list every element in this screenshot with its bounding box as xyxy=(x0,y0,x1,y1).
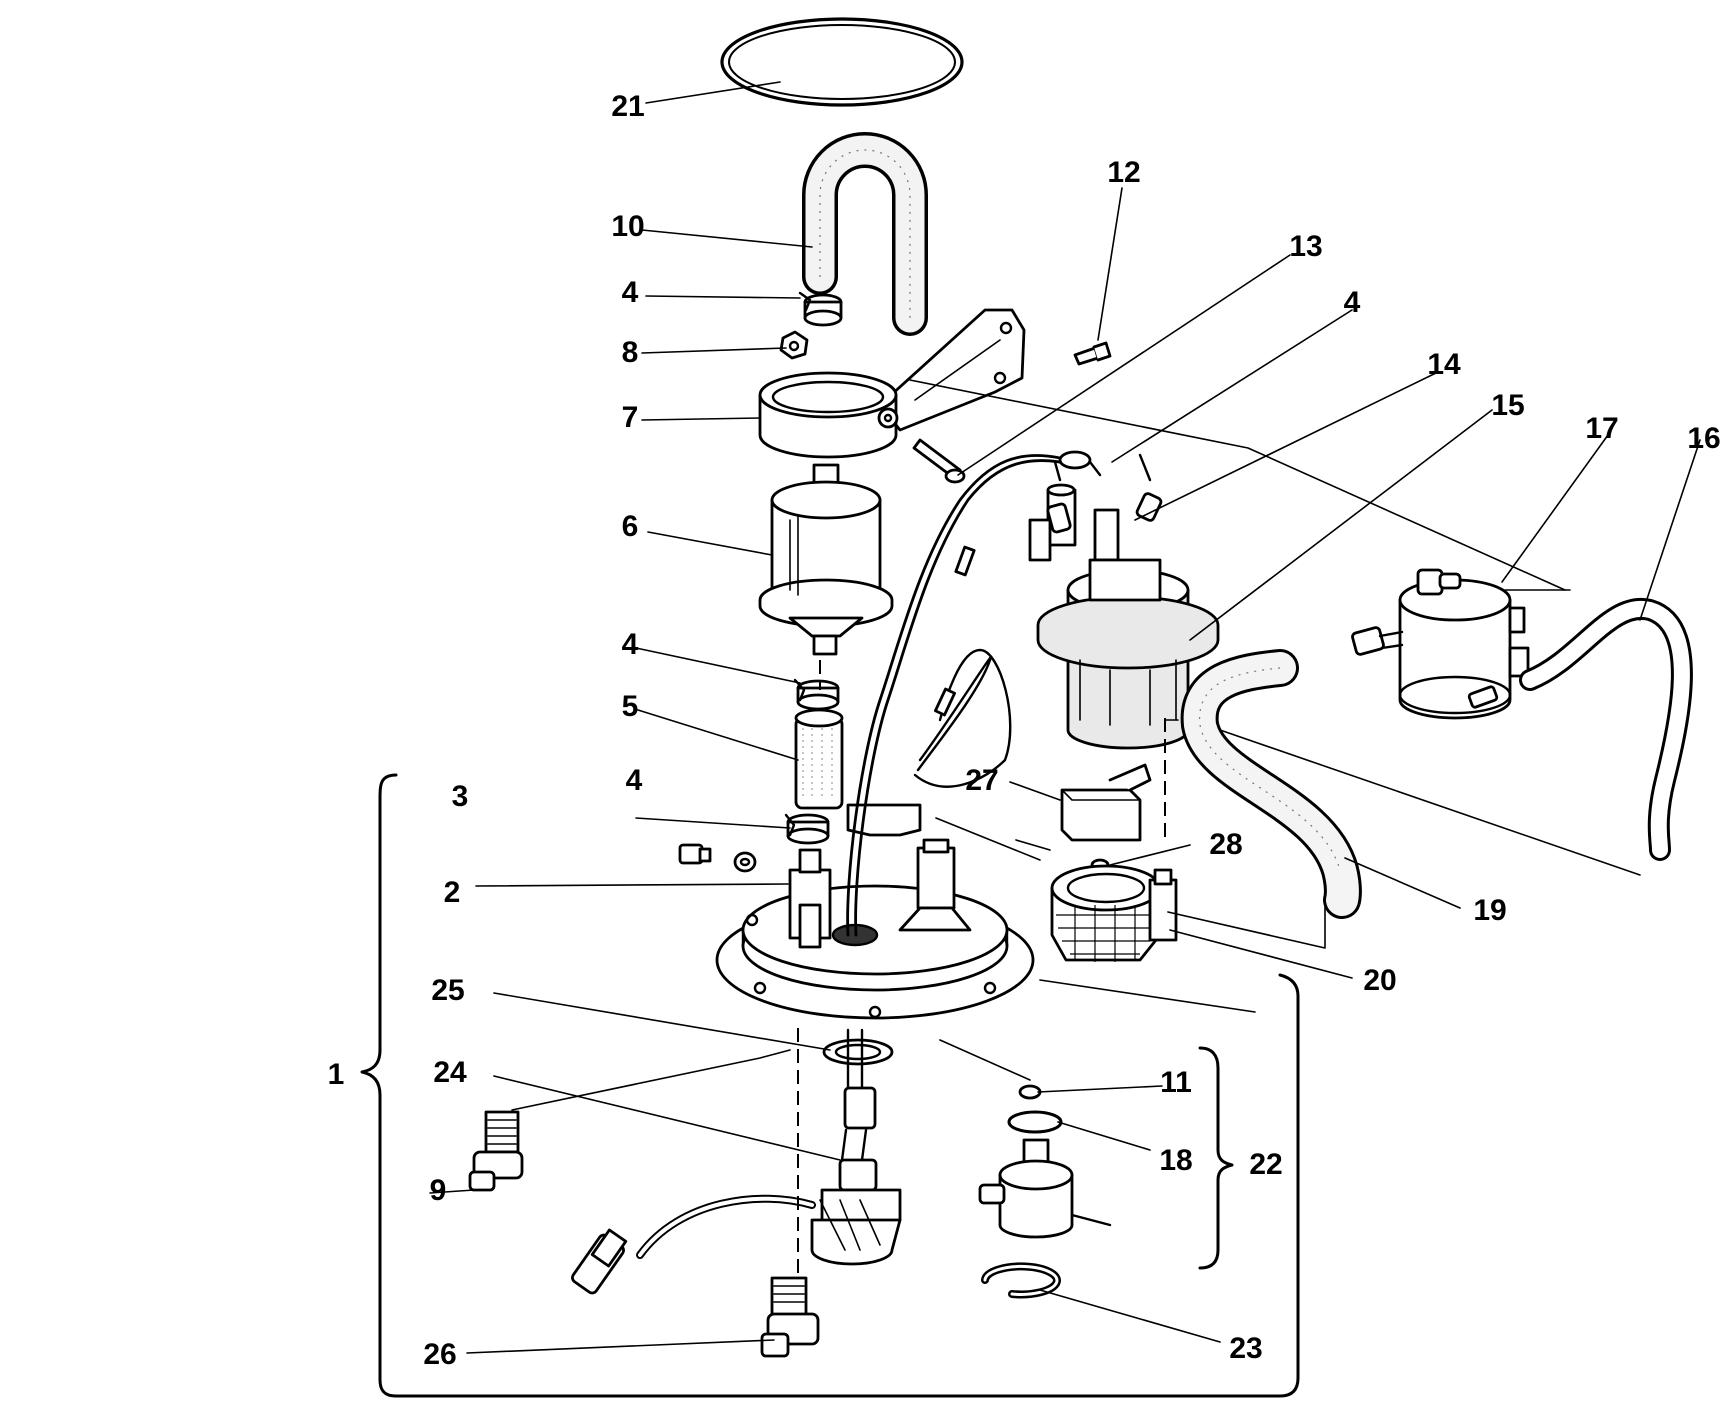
callout-25: 25 xyxy=(431,974,464,1007)
part-8-nut xyxy=(779,330,809,360)
callout-22: 22 xyxy=(1249,1148,1282,1181)
callout-12: 12 xyxy=(1107,156,1140,189)
part-9-fitting xyxy=(468,1110,524,1192)
callout-1: 1 xyxy=(328,1058,345,1091)
callout-18: 18 xyxy=(1159,1144,1192,1177)
callout-16: 16 xyxy=(1687,422,1720,455)
callout-10: 10 xyxy=(611,210,644,243)
callout-13: 13 xyxy=(1289,230,1322,263)
part-24-sender-unit xyxy=(571,1028,902,1295)
callout-4-middle: 4 xyxy=(622,628,639,661)
callout-17: 17 xyxy=(1585,412,1618,445)
callout-5: 5 xyxy=(622,690,639,723)
part-3-plug xyxy=(678,843,712,865)
part-16-hose xyxy=(1519,597,1693,861)
part-1-base-plate xyxy=(715,803,1035,1020)
part-4-clamp-upper xyxy=(798,291,843,327)
part-18-o-ring xyxy=(1007,1110,1063,1134)
part-4-clamp-lower xyxy=(784,813,830,845)
callout-4-lower: 4 xyxy=(626,764,643,797)
part-4-clamp-middle xyxy=(793,678,840,711)
part-22-regulator xyxy=(978,1138,1112,1239)
callout-14: 14 xyxy=(1427,348,1461,381)
part-6-fuel-filter xyxy=(758,463,894,656)
part-21-o-ring xyxy=(720,17,964,107)
part-19-hose xyxy=(1180,649,1362,919)
callout-6: 6 xyxy=(622,510,639,543)
callout-20: 20 xyxy=(1363,964,1396,997)
callout-8: 8 xyxy=(622,336,639,369)
callout-4-upper: 4 xyxy=(622,276,639,309)
part-2-washer xyxy=(733,851,757,873)
callout-23: 23 xyxy=(1229,1332,1262,1365)
callout-2: 2 xyxy=(444,876,461,909)
callout-19: 19 xyxy=(1473,894,1506,927)
callout-28: 28 xyxy=(1209,828,1242,861)
part-12-screw xyxy=(1073,341,1112,366)
part-13-screw xyxy=(912,438,966,484)
callout-3: 3 xyxy=(452,780,469,813)
part-25-grommet xyxy=(822,1038,894,1066)
part-10-u-hose xyxy=(802,132,928,336)
part-11-clip xyxy=(1018,1084,1042,1100)
part-15-pump-housing xyxy=(1036,558,1220,750)
part-5-short-hose xyxy=(794,708,844,810)
wiring-harness xyxy=(846,454,1077,937)
brace-group-1 xyxy=(360,773,1300,1398)
leader-lines xyxy=(429,81,1701,1354)
callout-27: 27 xyxy=(965,764,998,797)
callout-11: 11 xyxy=(1160,1066,1192,1099)
callout-24: 24 xyxy=(433,1056,467,1089)
callout-labels: 21 10 12 13 4 4 8 14 7 15 17 16 6 4 5 27… xyxy=(328,90,1721,1371)
callout-9: 9 xyxy=(430,1174,447,1207)
part-20-strainer xyxy=(1050,864,1178,962)
part-17-regulator xyxy=(1351,568,1530,720)
part-23-snap-ring xyxy=(981,1262,1061,1299)
callout-26: 26 xyxy=(423,1338,456,1371)
part-26-fitting xyxy=(760,1276,820,1358)
callout-7: 7 xyxy=(622,401,639,434)
part-7-filter-bracket xyxy=(758,308,1026,459)
part-14-fuel-pump xyxy=(1028,450,1163,562)
callout-21: 21 xyxy=(611,90,644,123)
callout-4-pump: 4 xyxy=(1344,286,1361,319)
part-27-cover xyxy=(1060,763,1152,842)
brace-group-22 xyxy=(1198,1046,1234,1270)
callout-15: 15 xyxy=(1491,389,1524,422)
